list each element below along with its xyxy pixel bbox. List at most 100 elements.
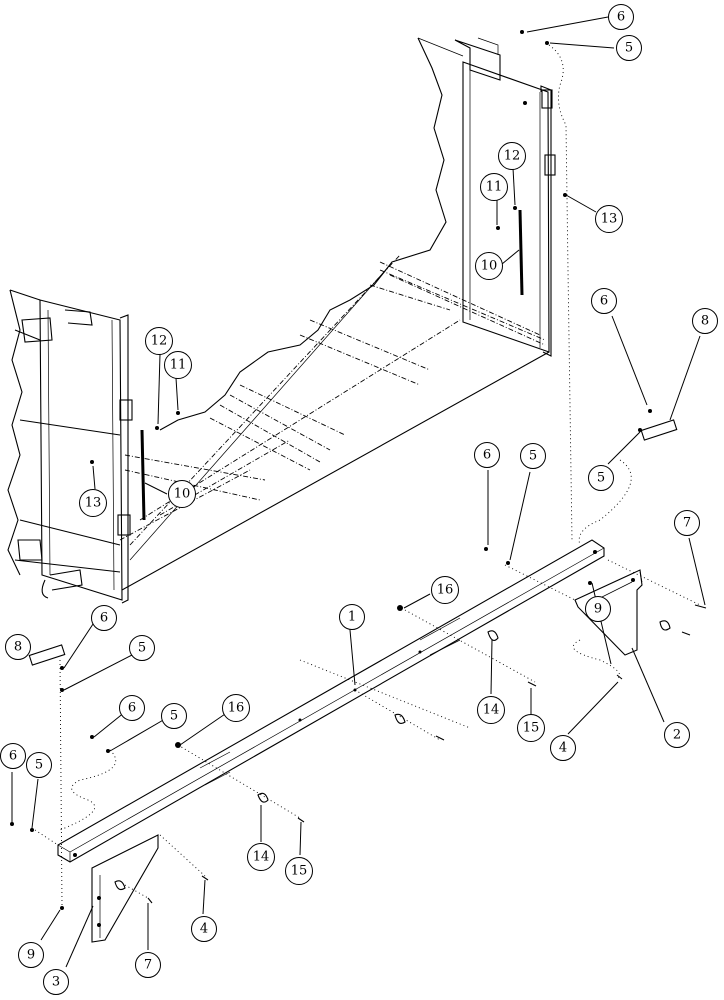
callout-7: 7 bbox=[135, 952, 161, 978]
callout-circle bbox=[119, 695, 145, 721]
callout-5: 5 bbox=[588, 465, 614, 491]
callout-circle bbox=[431, 576, 459, 604]
leader-lines bbox=[11, 16, 706, 968]
callout-label: 12 bbox=[504, 149, 521, 164]
callout-12: 12 bbox=[145, 327, 173, 355]
left-bracket bbox=[91, 834, 159, 943]
callout-4: 4 bbox=[191, 916, 217, 942]
callout-label: 12 bbox=[151, 334, 168, 349]
callout-circle bbox=[168, 480, 196, 508]
callout-label: 15 bbox=[523, 721, 540, 736]
rod-10-right bbox=[518, 209, 524, 296]
callout-label: 4 bbox=[559, 741, 567, 756]
clip-14-right bbox=[487, 630, 499, 641]
callout-11: 11 bbox=[480, 173, 508, 201]
callout-label: 5 bbox=[597, 471, 605, 486]
callout-14: 14 bbox=[477, 696, 505, 724]
callout-1: 1 bbox=[339, 604, 365, 630]
callout-14: 14 bbox=[247, 843, 275, 871]
callout-circle bbox=[161, 703, 187, 729]
callout-13: 13 bbox=[79, 489, 107, 517]
callout-label: 5 bbox=[35, 758, 43, 773]
callout-label: 7 bbox=[683, 516, 691, 531]
callout-label: 5 bbox=[170, 709, 178, 724]
callout-label: 5 bbox=[625, 41, 633, 56]
crossmember-body bbox=[57, 539, 605, 863]
floor-front-edge bbox=[121, 351, 550, 591]
right-bracket bbox=[574, 569, 707, 656]
callout-label: 5 bbox=[138, 641, 146, 656]
callout-label: 6 bbox=[483, 448, 491, 463]
callout-8: 8 bbox=[692, 308, 718, 334]
callout-circle bbox=[91, 605, 117, 631]
callout-6: 6 bbox=[0, 743, 26, 769]
callout-label: 10 bbox=[481, 259, 498, 274]
right-upright-panel bbox=[462, 61, 550, 353]
callout-9: 9 bbox=[585, 596, 611, 622]
callout-label: 16 bbox=[228, 701, 245, 716]
top-bracket bbox=[454, 39, 501, 81]
callout-label: 8 bbox=[14, 640, 22, 655]
hinge-lower-right bbox=[544, 154, 556, 176]
callout-6: 6 bbox=[91, 605, 117, 631]
callout-circle bbox=[591, 288, 617, 314]
callout-circle bbox=[498, 142, 526, 170]
callout-label: 13 bbox=[85, 496, 102, 511]
callout-circle bbox=[520, 443, 546, 469]
callout-circle bbox=[674, 510, 700, 536]
callout-6: 6 bbox=[591, 288, 617, 314]
callout-circle bbox=[43, 969, 69, 995]
callout-circle bbox=[129, 635, 155, 661]
callout-label: 6 bbox=[9, 749, 17, 764]
callout-6: 6 bbox=[608, 4, 634, 30]
callout-circle bbox=[5, 634, 31, 660]
callout-circle bbox=[247, 843, 275, 871]
callout-circle bbox=[664, 722, 690, 748]
callout-7: 7 bbox=[674, 510, 700, 536]
callout-2: 2 bbox=[664, 722, 690, 748]
callout-circle bbox=[588, 465, 614, 491]
callout-label: 14 bbox=[253, 850, 270, 865]
callout-label: 7 bbox=[144, 958, 152, 973]
clip-14-left bbox=[257, 792, 269, 803]
callout-4: 4 bbox=[550, 735, 576, 761]
callout-11: 11 bbox=[164, 351, 192, 379]
callout-circle bbox=[585, 596, 611, 622]
callout-label: 6 bbox=[100, 611, 108, 626]
callout-circle bbox=[474, 442, 500, 468]
hinge-upper-right bbox=[541, 89, 553, 109]
callout-label: 1 bbox=[348, 610, 356, 625]
callout-circle bbox=[477, 696, 505, 724]
callout-circle bbox=[145, 327, 173, 355]
callout-label: 5 bbox=[529, 449, 537, 464]
callout-15: 15 bbox=[285, 857, 313, 885]
callout-13: 13 bbox=[595, 205, 623, 233]
callout-label: 11 bbox=[170, 358, 187, 373]
crossmember bbox=[57, 539, 605, 863]
callout-6: 6 bbox=[474, 442, 500, 468]
callout-circle bbox=[608, 4, 634, 30]
callout-label: 13 bbox=[601, 212, 618, 227]
callout-circle bbox=[191, 916, 217, 942]
plate-8-left bbox=[28, 644, 66, 666]
callout-15: 15 bbox=[517, 714, 545, 742]
callout-label: 8 bbox=[701, 314, 709, 329]
callout-5: 5 bbox=[26, 752, 52, 778]
callout-label: 16 bbox=[437, 583, 454, 598]
callout-circle bbox=[339, 604, 365, 630]
left-break-line bbox=[7, 289, 23, 576]
callout-10: 10 bbox=[168, 480, 196, 508]
callout-3: 3 bbox=[43, 969, 69, 995]
callout-5: 5 bbox=[616, 35, 642, 61]
callout-circle bbox=[18, 942, 44, 968]
center-lines bbox=[34, 44, 701, 906]
callout-circle bbox=[692, 308, 718, 334]
callout-circle bbox=[222, 694, 250, 722]
callout-circle bbox=[595, 205, 623, 233]
hardware bbox=[10, 30, 678, 910]
callout-9: 9 bbox=[18, 942, 44, 968]
callout-circle bbox=[285, 857, 313, 885]
callout-label: 15 bbox=[291, 864, 308, 879]
